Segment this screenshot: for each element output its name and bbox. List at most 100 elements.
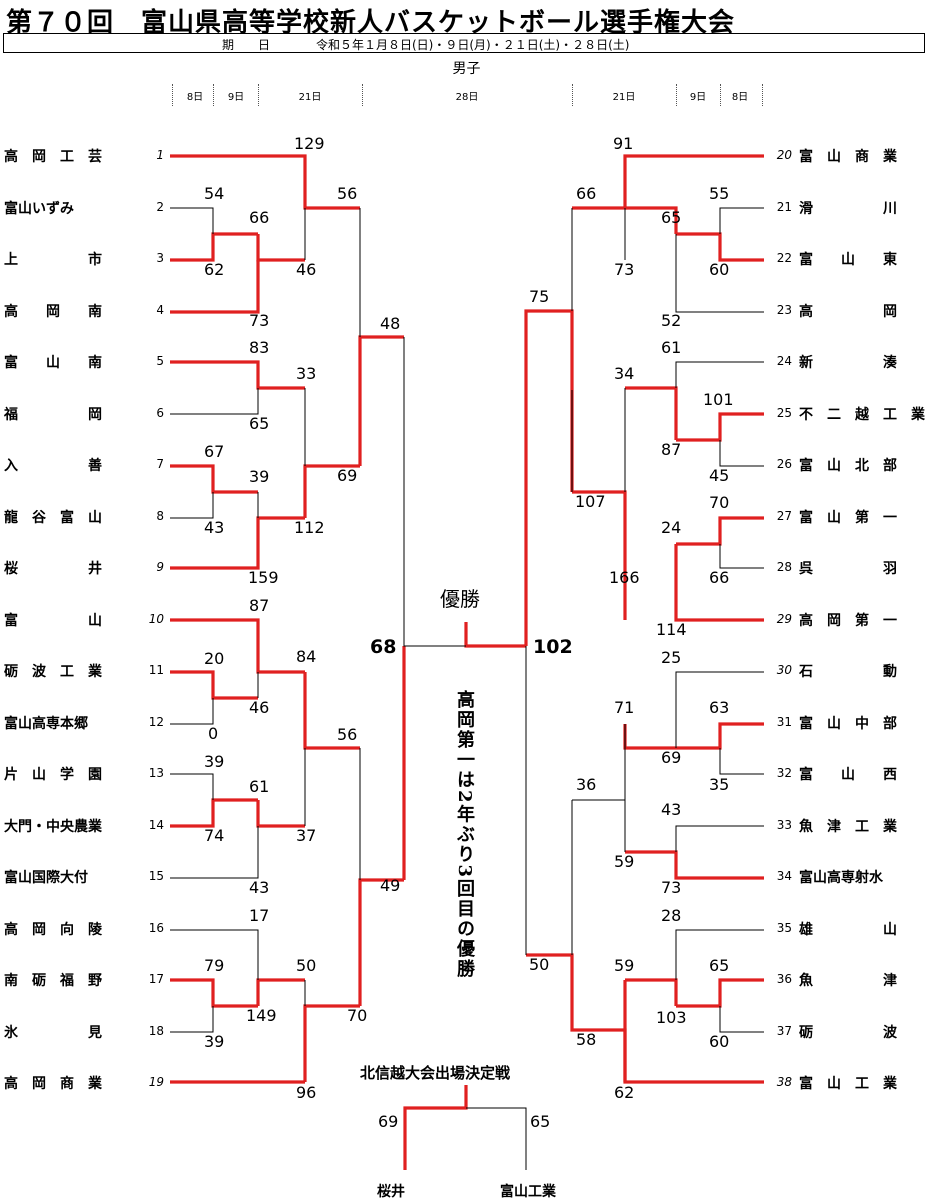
team-seed: 14 [148,817,164,832]
team-seed: 23 [776,302,792,317]
score-label: 73 [614,260,635,279]
winner-path [256,234,305,262]
team-name: 富 山 北 部 [799,458,897,474]
score-label: 149 [246,1006,277,1025]
round-left-1: 8日 [186,92,204,103]
score-label: 129 [294,134,325,153]
winner-path [464,622,526,648]
score-label: 65 [661,208,682,227]
score-label: 66 [709,568,730,587]
winner-path [170,618,305,674]
loser-path [466,1107,527,1170]
team-name: 滑 川 [799,200,897,217]
round-divider [572,84,573,106]
final-score-right: 102 [533,636,573,658]
round-divider [258,84,259,106]
team-seed: 15 [148,869,164,883]
loser-path [719,440,764,467]
team-seed: 2 [156,199,164,214]
score-label: 66 [249,208,270,227]
team-seed: 22 [776,251,792,265]
team-seed: 38 [776,1075,792,1089]
loser-path [170,826,259,879]
score-label: 96 [296,1083,317,1102]
winner-path [170,516,305,570]
loser-path [675,361,764,388]
score-label: 0 [208,724,219,743]
team-name: 魚 津 工 業 [799,818,897,835]
loser-path [675,671,764,748]
score-label: 73 [661,878,682,897]
score-label: 61 [249,777,270,796]
winner-path [676,232,764,262]
score-label: 61 [661,338,682,357]
winner-path [256,800,305,828]
score-label: 37 [296,826,317,845]
loser-path [170,492,214,519]
winner-path [625,386,678,440]
score-label: 59 [614,852,635,871]
loser-path [719,748,764,775]
loser-path [170,929,259,980]
winner-path [170,154,360,210]
loser-path [170,1006,214,1033]
loser-path [170,207,214,234]
score-label: 43 [249,878,270,897]
winner-path [625,978,678,1006]
team-name: 富 山 中 部 [799,715,897,732]
winner-path [403,1085,468,1170]
score-label: 24 [661,518,682,537]
team-seed: 17 [148,972,164,986]
team-seed: 21 [776,199,792,214]
team-seed: 31 [776,714,792,729]
team-seed: 6 [156,405,164,420]
score-label: 39 [204,752,225,771]
score-label: 69 [661,748,682,767]
score-label: 65 [249,414,270,433]
score-label: 17 [249,906,270,925]
team-name: 富 山 工 業 [799,1076,897,1092]
date-value: 令和５年１月８日(日)・９日(月)・２１日(土)・２８日(土) [316,38,630,52]
team-seed: 26 [776,457,792,471]
score-label: 87 [661,440,682,459]
team-name: 新 湊 [799,355,897,371]
team-seed: 37 [776,1023,792,1038]
score-label: 65 [530,1112,551,1131]
team-seed: 9 [156,560,164,574]
round-divider [172,84,173,106]
score-label: 67 [204,442,225,461]
winner-path [676,722,764,750]
team-seed: 20 [776,148,792,162]
score-label: 60 [709,1032,730,1051]
team-name: 富山高専本郷 [4,715,88,732]
winner-path [524,309,574,646]
round-right-3: 8日 [731,92,749,103]
team-seed: 12 [148,714,164,729]
winner-path [170,670,258,700]
team-name: 桜 井 [4,561,102,577]
score-label: 43 [204,518,225,537]
winner-path [256,978,305,1006]
score-label: 87 [249,596,270,615]
score-label: 75 [529,287,550,306]
score-label: 46 [296,260,317,279]
score-label: 69 [337,466,358,485]
team-seed: 1 [156,148,164,162]
winner-path [625,850,764,880]
team-seed: 24 [776,354,792,368]
team-name: 富 山 [4,612,102,629]
team-name: 上 市 [4,252,102,268]
score-label: 70 [709,493,730,512]
score-label: 79 [204,956,225,975]
round-center: 28日 [455,92,479,103]
round-left-3: 21日 [298,92,322,103]
team-seed: 10 [148,611,164,626]
loser-path [170,773,214,800]
team-name: 不 二 越 工 業 [799,406,925,423]
score-label: 20 [204,649,225,668]
loser-path [719,544,764,569]
score-label: 63 [709,698,730,717]
score-label: 59 [614,956,635,975]
loser-path [403,337,466,647]
